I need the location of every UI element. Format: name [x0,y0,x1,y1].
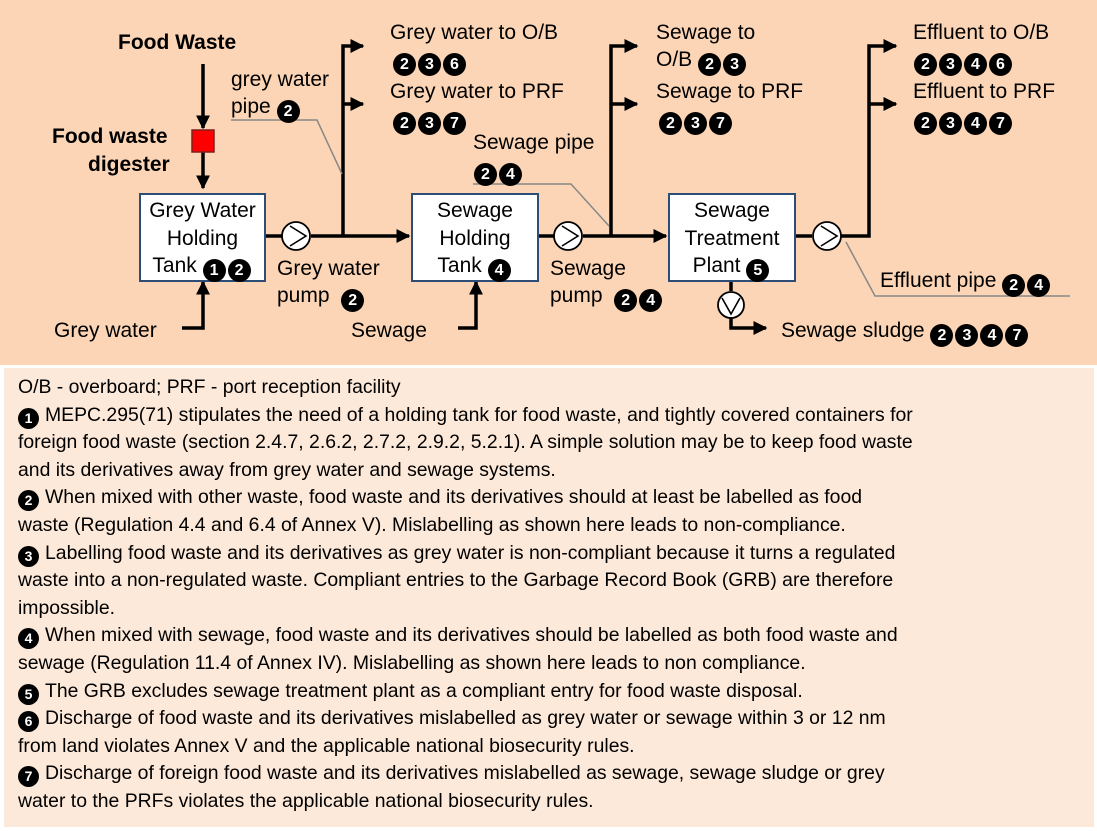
sewage-input-label: Sewage [351,319,427,342]
note-mark-icon: 6 [18,711,39,733]
digester-label-1: Food waste [52,125,168,148]
note-line: foreign food waste (section 2.4.7, 2.6.2… [18,431,913,454]
grey-pump-icon [281,221,311,251]
note-item: 1 MEPC.295(71) stipulates the need of a h… [18,402,1088,485]
note-line: When mixed with sewage, food waste and i… [45,624,898,647]
note-line: impossible. [18,596,115,619]
grey-water-pipe-label-1: grey water [231,68,330,91]
effluent-to-ob-label: Effluent to O/B [913,21,1050,44]
effluent-pipe-leader [845,241,1070,297]
tank-label-2: Holding [166,226,239,250]
sewage-input-line [458,280,483,330]
stp-label-3: Plant 5 [670,252,794,282]
note-line: waste into a non-regulated waste. Compli… [18,569,894,592]
effluent-to-prf-label: Effluent to PRF [913,80,1056,103]
grey-water-pump-label-2: pump 2 [277,283,366,312]
mark-icon: 5 [746,259,770,282]
note-item: 7 Discharge of foreign food waste and its… [18,760,1088,815]
digester-icon [191,129,215,153]
tank-label-1: Sewage [437,199,513,222]
mark-icon: 2 [227,259,251,282]
grey-to-ob-label: Grey water to O/B [390,21,559,44]
note-line: MEPC.295(71) stipulates the need of a ho… [45,403,913,426]
note-item: 6 Discharge of food waste and its derivat… [18,705,1088,760]
note-line: When mixed with other waste, food waste … [45,486,863,509]
sewage-to-prf-label: Sewage to PRF [656,80,804,103]
mark-icon: 1 [202,259,226,282]
note-line: from land violates Annex V and the appli… [18,734,635,757]
grey-branch-line [341,39,365,236]
stp-label-1: Sewage [694,199,770,222]
digester-label-2: digester [88,153,170,176]
note-item: 4 When mixed with sewage, food waste and … [18,622,1088,677]
mark-icon: 2 [276,100,300,123]
note-mark-icon: 7 [18,766,39,788]
note-item: 3 Labelling food waste and its derivative… [18,540,1088,623]
sludge-line [729,318,768,335]
tank-label-2: Holding [439,226,511,250]
note-line: waste (Regulation 4.4 and 6.4 of Annex V… [18,513,846,536]
note-mark-icon: 1 [18,407,39,429]
sewage-pump-label-1: Sewage [550,257,626,280]
sewage-holding-tank: Sewage Holding Tank 4 [411,193,539,282]
grey-pipe-leader [231,119,343,175]
note-line: The GRB excludes sewage treatment plant … [45,679,803,702]
sewage-pump-icon [553,221,583,251]
grey-water-pipe-label-2: pipe 2 [231,94,302,123]
note-item: 5 The GRB excludes sewage treatment plant… [18,678,1088,706]
note-line: sewage (Regulation 11.4 of Annex IV). Mi… [18,651,806,674]
process-diagram: Food Waste Food waste digester grey wate… [0,0,1097,365]
mark-icon: 2 [341,289,365,312]
note-mark-icon: 4 [18,628,39,650]
sewage-pipe-label: Sewage pipe [473,131,595,154]
note-item: 2 When mixed with other waste, food waste… [18,484,1088,539]
note-line: Discharge of foreign food waste and its … [45,762,885,785]
grey-to-prf-label: Grey water to PRF [390,80,564,103]
stp-label-2: Treatment [684,226,780,250]
note-mark-icon: 5 [18,683,39,705]
note-mark-icon: 3 [18,545,39,567]
flow-lines [182,39,1070,335]
note-line: Discharge of food waste and its derivati… [45,707,886,730]
sewage-to-ob-label-1: Sewage to [656,21,756,44]
notes-legend: O/B - overboard; PRF - port reception fa… [18,376,401,398]
grey-water-pump-label-1: Grey water [277,257,380,280]
tank-label-3: Tank 4 [413,252,537,282]
mark-icon: 4 [487,259,511,282]
effluent-branch-line [841,39,898,238]
grey-water-input-line [182,280,210,330]
notes-panel [4,368,1094,827]
sewage-branch-line [609,39,639,236]
note-line: and its derivatives away from grey water… [18,458,556,481]
grey-water-input-label: Grey water [54,319,157,342]
tank-label-1: Grey Water [149,199,256,222]
note-line: Labelling food waste and its derivatives… [45,541,896,564]
sewage-treatment-plant: Sewage Treatment Plant 5 [668,193,796,282]
note-line: water to the PRFs violates the applicabl… [18,789,594,812]
food-waste-label: Food Waste [118,31,237,54]
note-mark-icon: 2 [18,490,39,512]
effluent-pump-icon [812,221,842,251]
sludge-pump-icon [717,291,745,319]
